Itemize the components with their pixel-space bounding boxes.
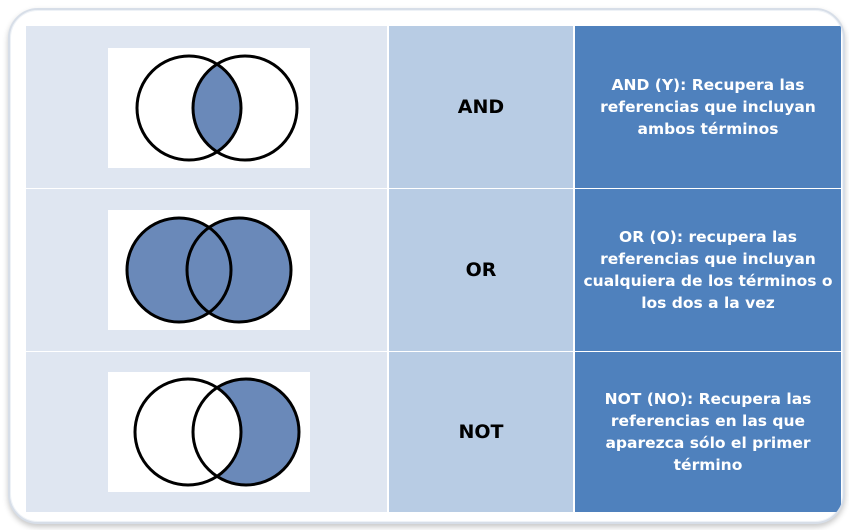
description-text: AND (Y): Recupera las referencias que in… — [600, 76, 816, 138]
table-row-or: OR OR (O): recupera las referencias que … — [26, 189, 841, 351]
venn-diagram-or — [108, 210, 310, 330]
operator-label: AND — [457, 96, 505, 118]
circle-right — [191, 377, 301, 487]
venn-cell-or — [26, 189, 387, 351]
operator-cell-not: NOT — [389, 352, 573, 512]
circle-left — [133, 377, 243, 487]
operator-label: OR — [465, 259, 497, 281]
difference-fill — [193, 379, 299, 485]
circle-left — [125, 216, 233, 324]
table-row-not: NOT NOT (NO): Recupera las referencias e… — [26, 352, 841, 512]
boolean-operators-table: AND AND (Y): Recupera las referencias qu… — [8, 8, 845, 524]
venn-diagram-and — [108, 48, 310, 168]
venn-cell-not — [26, 352, 387, 512]
venn-cell-and — [26, 26, 387, 188]
table-grid: AND AND (Y): Recupera las referencias qu… — [26, 26, 841, 512]
operator-label: NOT — [458, 421, 504, 443]
circle-right — [185, 216, 293, 324]
union-fill-right — [187, 218, 291, 322]
description-cell-and: AND (Y): Recupera las referencias que in… — [575, 26, 841, 188]
circle-right — [191, 54, 299, 162]
intersection-fill — [193, 56, 241, 160]
venn-diagram-not — [108, 372, 310, 492]
description-text: OR (O): recupera las referencias que inc… — [583, 228, 833, 312]
description-cell-or: OR (O): recupera las referencias que inc… — [575, 189, 841, 351]
operator-cell-and: AND — [389, 26, 573, 188]
description-text: NOT (NO): Recupera las referencias en la… — [604, 390, 812, 474]
description-cell-not: NOT (NO): Recupera las referencias en la… — [575, 352, 841, 512]
operator-cell-or: OR — [389, 189, 573, 351]
circle-left — [135, 54, 243, 162]
table-row-and: AND AND (Y): Recupera las referencias qu… — [26, 26, 841, 188]
